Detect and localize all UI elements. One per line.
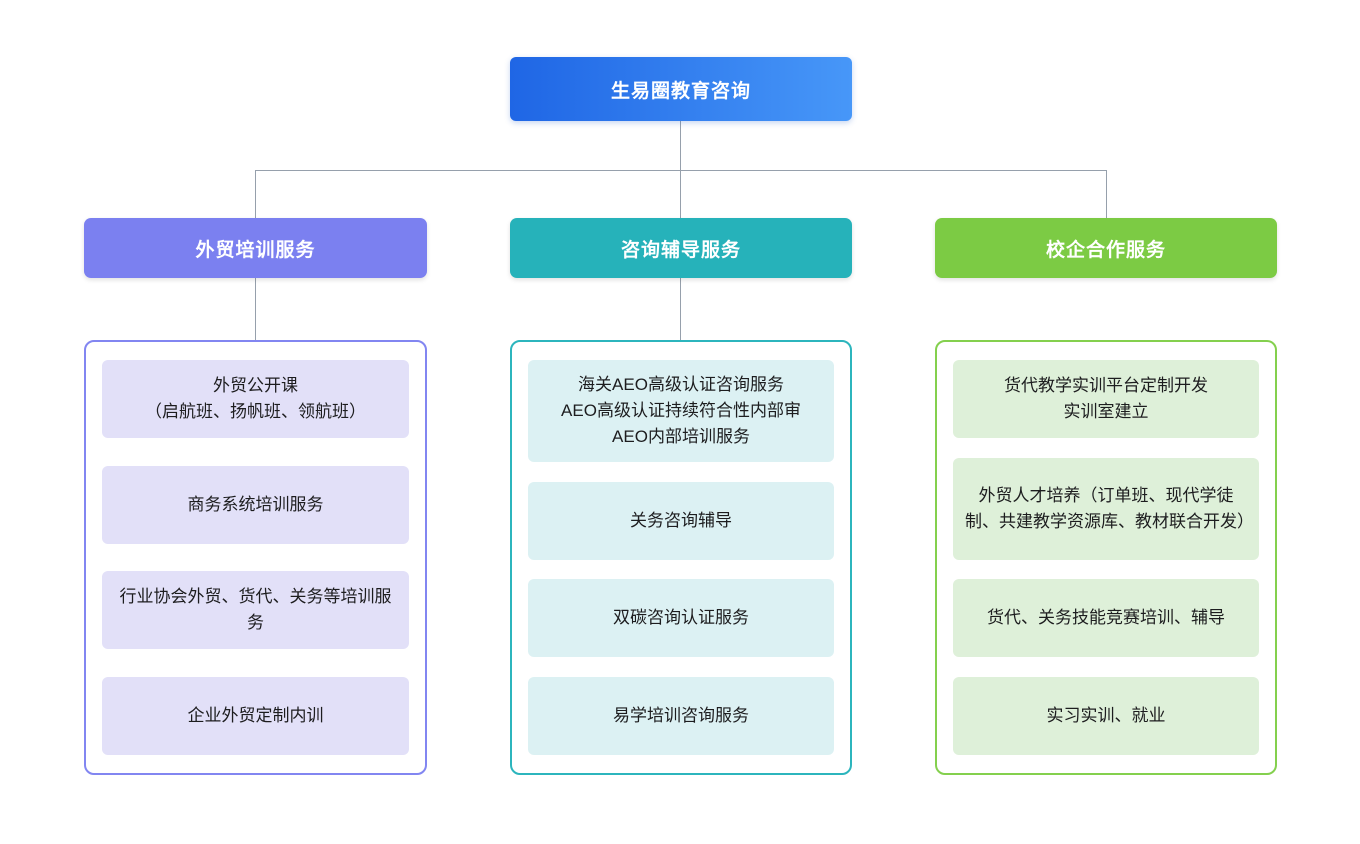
service-item-line: AEO高级认证持续符合性内部审 — [561, 401, 801, 420]
service-item-line: 外贸公开课 — [213, 376, 298, 395]
connector-header-panel-2 — [680, 278, 681, 340]
root-node: 生易圈教育咨询 — [510, 57, 852, 121]
service-item-line: 企业外贸定制内训 — [187, 705, 324, 725]
connector-drop-branch-2 — [680, 170, 681, 218]
service-item-line: 外贸人才培养（订单班、现代学徒制、共建教学资源库、教材联合开发） — [965, 485, 1254, 531]
service-item: 外贸公开课 （启航班、扬帆班、领航班） — [102, 360, 409, 438]
service-item: 外贸人才培养（订单班、现代学徒制、共建教学资源库、教材联合开发） — [953, 457, 1259, 560]
service-item: 货代教学实训平台定制开发 实训室建立 — [953, 360, 1259, 438]
branch-panel-school-enterprise: 货代教学实训平台定制开发 实训室建立 外贸人才培养（订单班、现代学徒制、共建教学… — [935, 340, 1277, 775]
root-label: 生易圈教育咨询 — [610, 80, 751, 102]
service-item-line: 实训室建立 — [1063, 402, 1149, 421]
service-item-line: 海关AEO高级认证咨询服务 — [578, 375, 784, 394]
service-item-line: 实习实训、就业 — [1046, 705, 1166, 725]
service-item: 易学培训咨询服务 — [528, 676, 834, 755]
branch-header-trade-training: 外贸培训服务 — [84, 218, 427, 278]
branch-panel-trade-training: 外贸公开课 （启航班、扬帆班、领航班） 商务系统培训服务 行业协会外贸、货代、关… — [84, 340, 427, 775]
service-item-line: 货代、关务技能竞赛培训、辅导 — [987, 608, 1225, 628]
service-item: 实习实训、就业 — [953, 676, 1259, 755]
branch-header-label: 校企合作服务 — [1045, 239, 1166, 261]
service-item: 货代、关务技能竞赛培训、辅导 — [953, 579, 1259, 658]
service-item-line: （启航班、扬帆班、领航班） — [145, 402, 366, 421]
service-item: 行业协会外贸、货代、关务等培训服务 — [102, 571, 409, 650]
branch-header-school-enterprise: 校企合作服务 — [935, 218, 1277, 278]
connector-drop-branch-1 — [255, 170, 256, 218]
connector-drop-branch-3 — [1106, 170, 1107, 218]
branch-column-consulting: 咨询辅导服务 海关AEO高级认证咨询服务 AEO高级认证持续符合性内部审 AEO… — [510, 218, 852, 775]
branch-header-label: 咨询辅导服务 — [620, 239, 741, 261]
service-item-line: 行业协会外贸、货代、关务等培训服务 — [119, 587, 392, 633]
service-item: 企业外贸定制内训 — [102, 676, 409, 755]
connector-horizontal-rail — [255, 170, 1107, 171]
service-item-line: AEO内部培训服务 — [612, 427, 750, 446]
service-item: 双碳咨询认证服务 — [528, 579, 834, 658]
service-item-line: 关务咨询辅导 — [630, 510, 732, 530]
connector-header-panel-1 — [255, 278, 256, 340]
service-item-line: 货代教学实训平台定制开发 — [1004, 376, 1208, 395]
service-item-line: 商务系统培训服务 — [187, 494, 324, 514]
branch-column-school-enterprise: 校企合作服务 货代教学实训平台定制开发 实训室建立 外贸人才培养（订单班、现代学… — [935, 218, 1277, 775]
branch-header-consulting: 咨询辅导服务 — [510, 218, 852, 278]
connector-root-stem — [680, 121, 681, 170]
service-item-line: 双碳咨询认证服务 — [613, 608, 749, 628]
service-item: 商务系统培训服务 — [102, 465, 409, 544]
service-item-line: 易学培训咨询服务 — [613, 705, 749, 725]
service-item: 关务咨询辅导 — [528, 481, 834, 560]
branch-column-trade-training: 外贸培训服务 外贸公开课 （启航班、扬帆班、领航班） 商务系统培训服务 行业协会… — [84, 218, 427, 775]
branch-panel-consulting: 海关AEO高级认证咨询服务 AEO高级认证持续符合性内部审 AEO内部培训服务 … — [510, 340, 852, 775]
branch-header-label: 外贸培训服务 — [195, 239, 316, 261]
service-item: 海关AEO高级认证咨询服务 AEO高级认证持续符合性内部审 AEO内部培训服务 — [528, 360, 834, 462]
